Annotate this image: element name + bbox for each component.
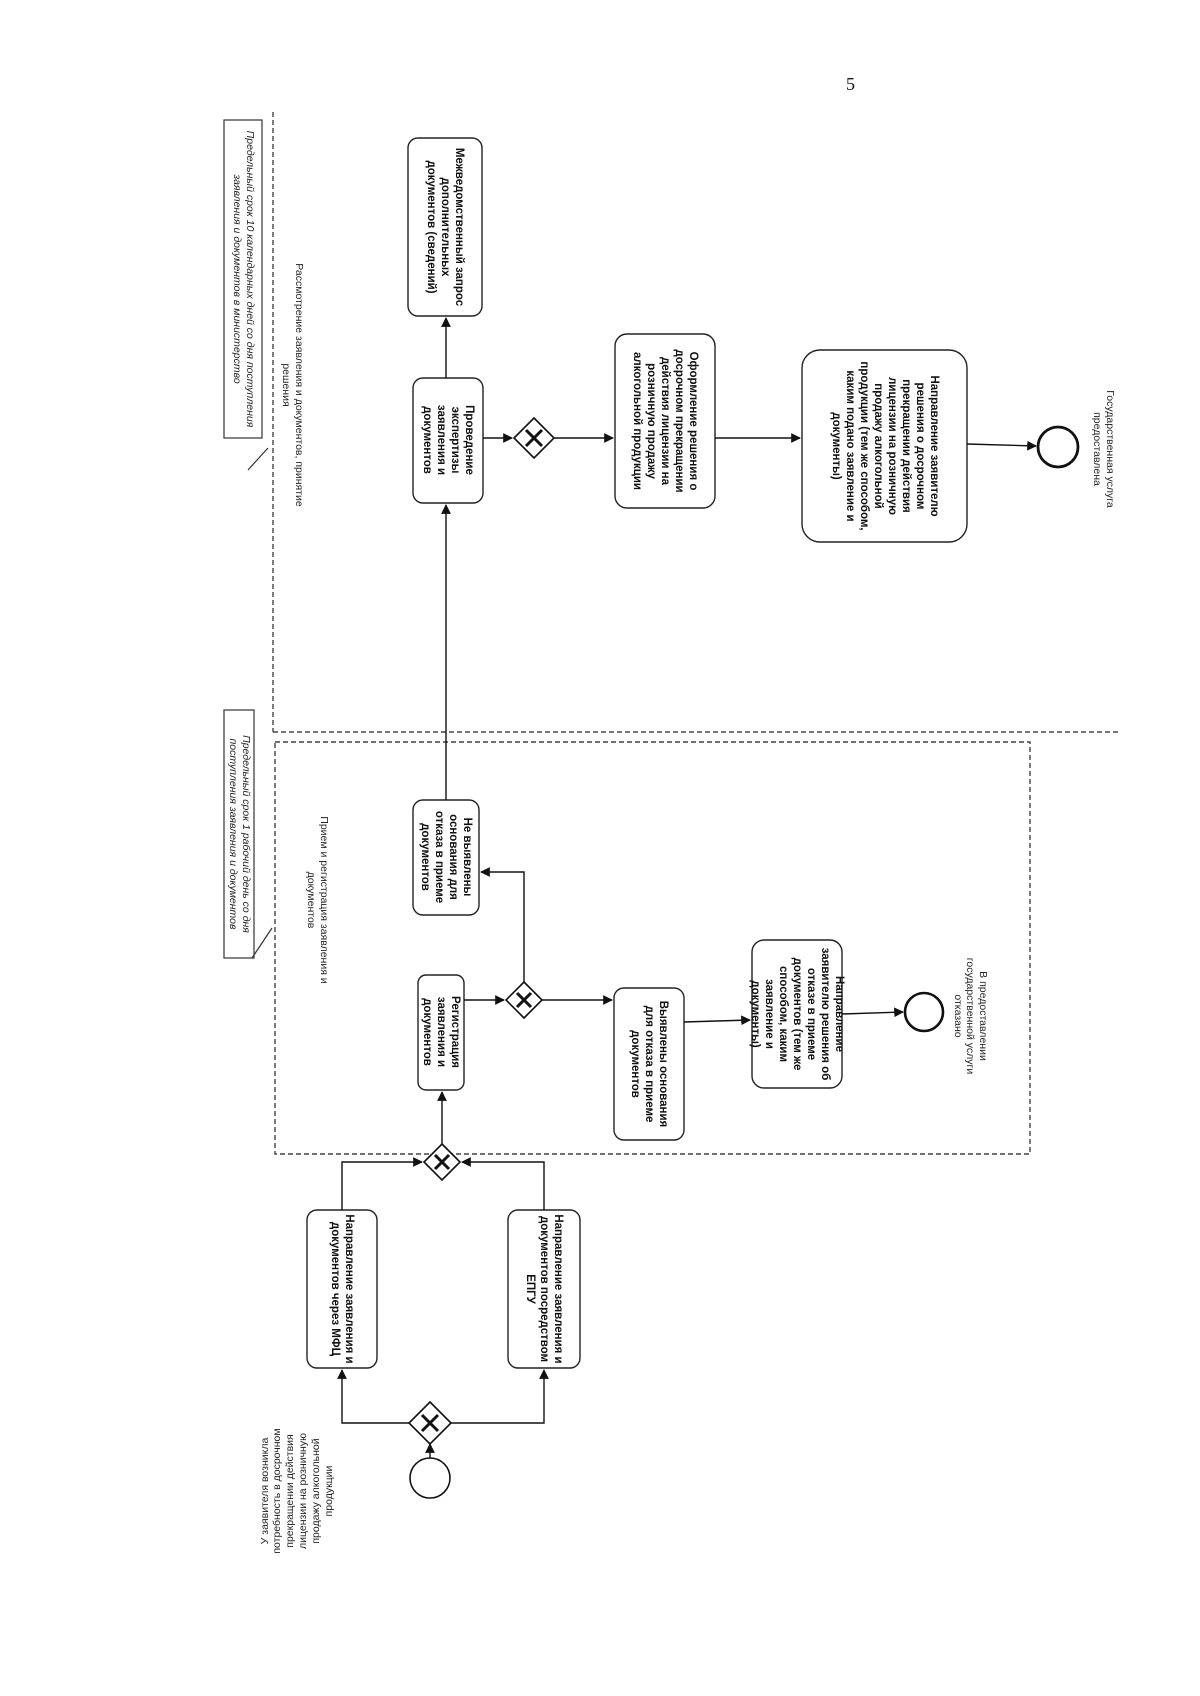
flow-mfc-to-merge: [341, 1157, 423, 1210]
flow-split-to-mfc: [337, 1369, 409, 1424]
task-send-epgu-label: Направление заявления и документов посре…: [524, 1214, 565, 1364]
task-no-grounds-label: Не выявлены основания для отказа в прием…: [418, 810, 474, 904]
flow-check-to-no-grounds: [480, 867, 525, 982]
task-grounds-found-label: Выявлены основания для отказа в приеме д…: [629, 1000, 670, 1128]
review-deadline-note-box: [223, 119, 263, 439]
task-send-decision-box: [801, 349, 968, 543]
flow-send-to-end: [966, 440, 1037, 451]
gateway-split-icon: [407, 1400, 453, 1446]
reception-deadline-note-box: [223, 709, 255, 959]
task-registration-label: Регистрация заявления и документов: [420, 996, 462, 1068]
task-expertise-box: [412, 377, 484, 504]
start-event: [409, 1457, 451, 1499]
lane-reception-label: Прием и регистрация заявления и документ…: [305, 816, 330, 984]
review-deadline-note: Предельный срок 10 календарных дней со д…: [231, 130, 256, 428]
end-event-provided: [1036, 425, 1080, 469]
review-note-connector: [247, 447, 269, 471]
task-interagency-box: [407, 137, 483, 317]
task-decision-label: Оформление решения о досрочном прекращен…: [630, 349, 700, 493]
end-event-refused: [903, 991, 945, 1033]
task-refusal-notice-label: Направление заявителю решения об отказе …: [748, 947, 846, 1081]
start-event-label: У заявителя возникла потребность в досро…: [258, 1428, 335, 1554]
lane-review-label: Рассмотрение заявления и документов, при…: [280, 263, 305, 507]
end-event-provided-label: Государственная услуга предоставлена: [1091, 390, 1116, 508]
flow-epgu-to-merge: [461, 1157, 545, 1210]
flow-grounds-to-refusal: [683, 1015, 751, 1026]
end-event-refused-label: В предоставлении государственной услуги …: [951, 957, 990, 1075]
reception-lane-boundary: [274, 741, 1031, 1155]
task-registration-box: [417, 974, 465, 1091]
gateway-merge-icon: [422, 1142, 462, 1182]
gateway-check-icon: [504, 980, 544, 1020]
reception-note-connector: [251, 927, 273, 959]
task-send-decision-label: Направление заявителю решения о досрочно…: [829, 361, 941, 531]
task-send-mfc-label: Направление заявления и документов через…: [329, 1214, 356, 1364]
gateway-review-icon: [512, 416, 556, 460]
page-number: 5: [846, 74, 855, 94]
task-grounds-found-box: [613, 987, 685, 1141]
flow-refusal-to-end: [841, 1007, 904, 1018]
flow-split-to-epgu: [451, 1369, 549, 1424]
task-interagency-label: Межведомственный запрос дополнительных д…: [425, 147, 466, 307]
task-expertise-label: Проведение экспертизы заявления и докуме…: [420, 404, 476, 476]
task-decision-box: [614, 333, 716, 509]
reception-deadline-note: Предельный срок 1 рабочий день со дня по…: [227, 735, 252, 933]
